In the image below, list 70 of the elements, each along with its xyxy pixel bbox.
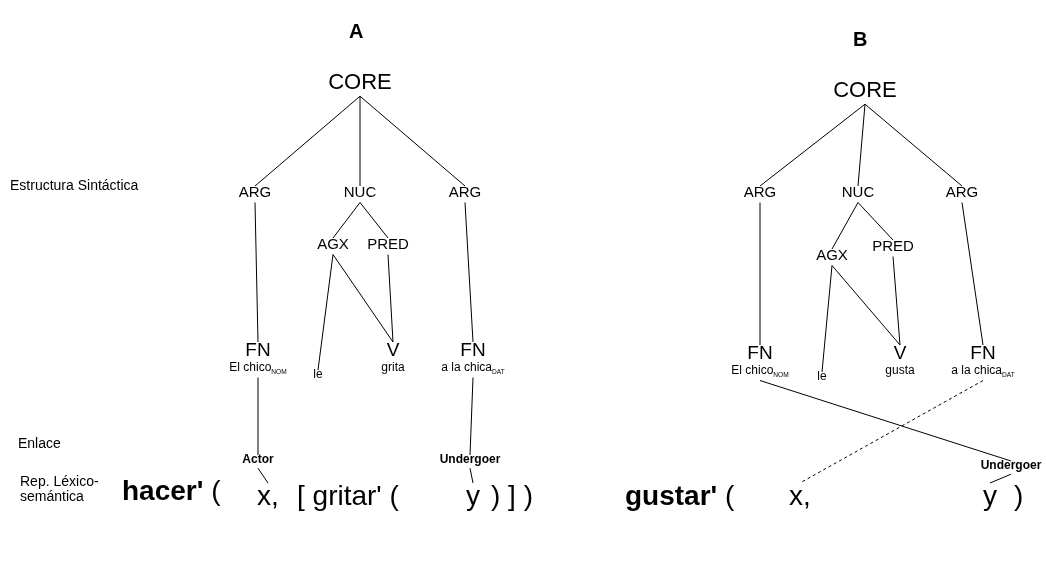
- tree-branch: [857, 103, 866, 187]
- node-label: PRED: [872, 238, 914, 255]
- tree-branch: [759, 103, 866, 187]
- row-label: Estructura Sintáctica: [10, 178, 139, 194]
- node-label: x,: [789, 481, 811, 512]
- tree-branch: [332, 202, 361, 239]
- node-label: AGX: [816, 247, 848, 264]
- node-label: NUC: [841, 184, 875, 201]
- tree-branch: [254, 95, 361, 187]
- tree-branch: [359, 95, 466, 187]
- tree-branch: [387, 254, 394, 343]
- node-label: V: [892, 343, 908, 364]
- node-label: y: [983, 481, 997, 512]
- tree-branch: [864, 103, 963, 187]
- word-label: El chico$_{NOM}$: [229, 360, 287, 376]
- formula-text: ): [1014, 481, 1024, 512]
- formula-text: gustar' (: [625, 481, 735, 512]
- node-label: le: [313, 368, 323, 382]
- row-label: Rep. Léxico-semántica: [20, 474, 100, 505]
- word-label: grita: [381, 360, 405, 375]
- node-label: x,: [257, 481, 279, 512]
- tree-branch: [464, 202, 474, 343]
- tree-branch: [892, 256, 901, 346]
- tree-branch: [317, 254, 334, 371]
- tree-branch: [831, 265, 901, 346]
- tree-branch: [821, 265, 833, 373]
- tree-branch: [332, 254, 394, 343]
- panel-heading: A: [349, 20, 364, 42]
- tree-branch: [254, 202, 259, 343]
- panel-heading: B: [853, 28, 868, 50]
- row-label: Enlace: [18, 436, 61, 452]
- node-label: V: [385, 340, 401, 361]
- node-label: ARG: [448, 184, 482, 201]
- node-label: NUC: [343, 184, 377, 201]
- tree-branch: [469, 467, 474, 484]
- node-label: Actor: [242, 453, 274, 467]
- formula-text: ) ] ): [491, 481, 533, 512]
- word-label: a la chica$_{DAT}$: [441, 360, 505, 376]
- node-label: ARG: [743, 184, 777, 201]
- node-label: AGX: [317, 236, 349, 253]
- node-label: FN: [746, 343, 774, 364]
- node-label: CORE: [833, 78, 897, 103]
- tree-branch: [831, 202, 859, 250]
- tree-branch: [759, 380, 1012, 462]
- tree-branch: [961, 202, 984, 346]
- tree-branch: [799, 380, 984, 484]
- tree-branch: [359, 202, 389, 239]
- node-label: le: [817, 370, 827, 384]
- node-label: CORE: [328, 70, 392, 95]
- word-label: El chico$_{NOM}$: [731, 363, 789, 379]
- node-label: ARG: [238, 184, 272, 201]
- node-label: FN: [244, 340, 272, 361]
- tree-branch: [857, 202, 894, 241]
- node-label: FN: [969, 343, 997, 364]
- node-label: Undergoer: [980, 459, 1042, 473]
- tree-branch: [359, 95, 361, 187]
- node-label: ARG: [945, 184, 979, 201]
- node-label: Undergoer: [439, 453, 501, 467]
- tree-branch: [759, 202, 761, 346]
- word-label: a la chica$_{DAT}$: [951, 363, 1015, 379]
- formula-text: hacer' (: [122, 476, 221, 507]
- formula-text: [ gritar' (: [297, 481, 399, 512]
- tree-branch: [257, 377, 259, 456]
- node-label: PRED: [367, 236, 409, 253]
- tree-branch: [469, 377, 474, 456]
- tree-branch: [257, 467, 269, 484]
- word-label: gusta: [885, 363, 915, 378]
- node-label: y: [466, 481, 480, 512]
- node-label: FN: [459, 340, 487, 361]
- tree-branch: [989, 473, 1012, 484]
